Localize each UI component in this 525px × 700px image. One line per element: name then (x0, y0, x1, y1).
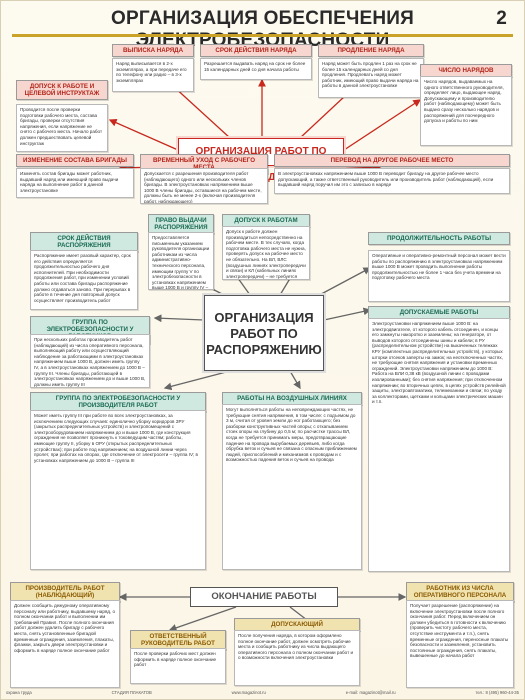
staff-text: Получает разрешение (распоряжение) на вк… (406, 600, 514, 688)
footer: охрана труда СТАДИЯ ПЛАКАТОВ www.magazin… (6, 688, 519, 698)
completion-center-title: ОКОНЧАНИЕ РАБОТЫ (190, 587, 338, 607)
issue-order-header: ВЫПИСКА НАРЯДА (112, 44, 194, 58)
order-extend-text: Наряд может быть продлен 1 раз на срок н… (318, 58, 424, 98)
footer-left: охрана труда (6, 690, 32, 695)
responsible-header: ОТВЕТСТВЕННЫЙ РУКОВОДИТЕЛЬ РАБОТ (130, 630, 226, 651)
producer-works-text: Должен сообщить дежурному оперативному п… (10, 600, 120, 688)
brigade-change-header: ИЗМЕНЕНИЕ СОСТАВА БРИГАДЫ (16, 154, 134, 168)
overhead-lines-text: Могут выполняться работы на неповреждающ… (222, 404, 362, 570)
admit-text: Проводится после проверки подготовки раб… (16, 104, 108, 152)
issue-order-text: Наряд выписывается в 2-х экземплярах, а … (112, 58, 194, 92)
title-rule (12, 34, 513, 37)
right-issue-text: Предоставляется письменным указанием рук… (148, 232, 214, 290)
duration-header: ПРОДОЛЖИТЕЛЬНОСТЬ РАБОТЫ (368, 232, 510, 246)
transfer-text: В электроустановках напряжением выше 100… (274, 168, 510, 194)
poster-number: 2 (496, 8, 507, 29)
disposal-center-title: ОРГАНИЗАЦИЯ РАБОТ ПО РАСПОРЯЖЕНИЮ (204, 295, 324, 371)
producer-group-text: Может иметь группу III при работе во все… (30, 410, 206, 570)
temp-leave-text: Допускается с разрешения производителя р… (140, 168, 268, 204)
group-workers-text: При нескольких работах производитель раб… (30, 334, 150, 388)
footer-phone: тел.: 8 (495) 960-44-35 (475, 690, 519, 695)
allowed-works-text: Электроустановки напряжением выше 1000 В… (368, 318, 510, 572)
admit-works-text: Допуск к работе должен производиться неп… (222, 226, 310, 280)
admitting-text: После получения наряда, в котором оформл… (234, 630, 360, 686)
brigade-change-text: Изменять состав бригады может работник, … (16, 168, 134, 198)
footer-site[interactable]: www.magazinot.ru (231, 690, 266, 695)
order-extend-header: ПРОДЛЕНИЕ НАРЯДА (318, 44, 424, 58)
disposal-term-header: СРОК ДЕЙСТВИЯ РАСПОРЯЖЕНИЯ (30, 232, 138, 253)
admit-header: ДОПУСК К РАБОТЕ И ЦЕЛЕВОЙ ИНСТРУКТАЖ (16, 80, 108, 101)
footer-publisher: СТАДИЯ ПЛАКАТОВ (111, 690, 152, 695)
disposal-term-text: Распоряжение имеет разовый характер, сро… (30, 250, 138, 310)
order-term-header: СРОК ДЕЙСТВИЯ НАРЯДА (200, 44, 312, 58)
transfer-header: ПЕРЕВОД НА ДРУГОЕ РАБОЧЕЕ МЕСТО (274, 154, 510, 168)
responsible-text: После проверки рабочих мест должен оформ… (130, 648, 226, 684)
footer-email[interactable]: e-mail: magazinot@mail.ru (345, 690, 396, 695)
orders-count-text: Число нарядов, выдаваемых на одного отве… (420, 76, 512, 146)
order-term-text: Разрешается выдавать наряд на срок не бо… (200, 58, 312, 80)
duration-text: Оперативные и оперативно-ремонтный персо… (368, 250, 510, 302)
